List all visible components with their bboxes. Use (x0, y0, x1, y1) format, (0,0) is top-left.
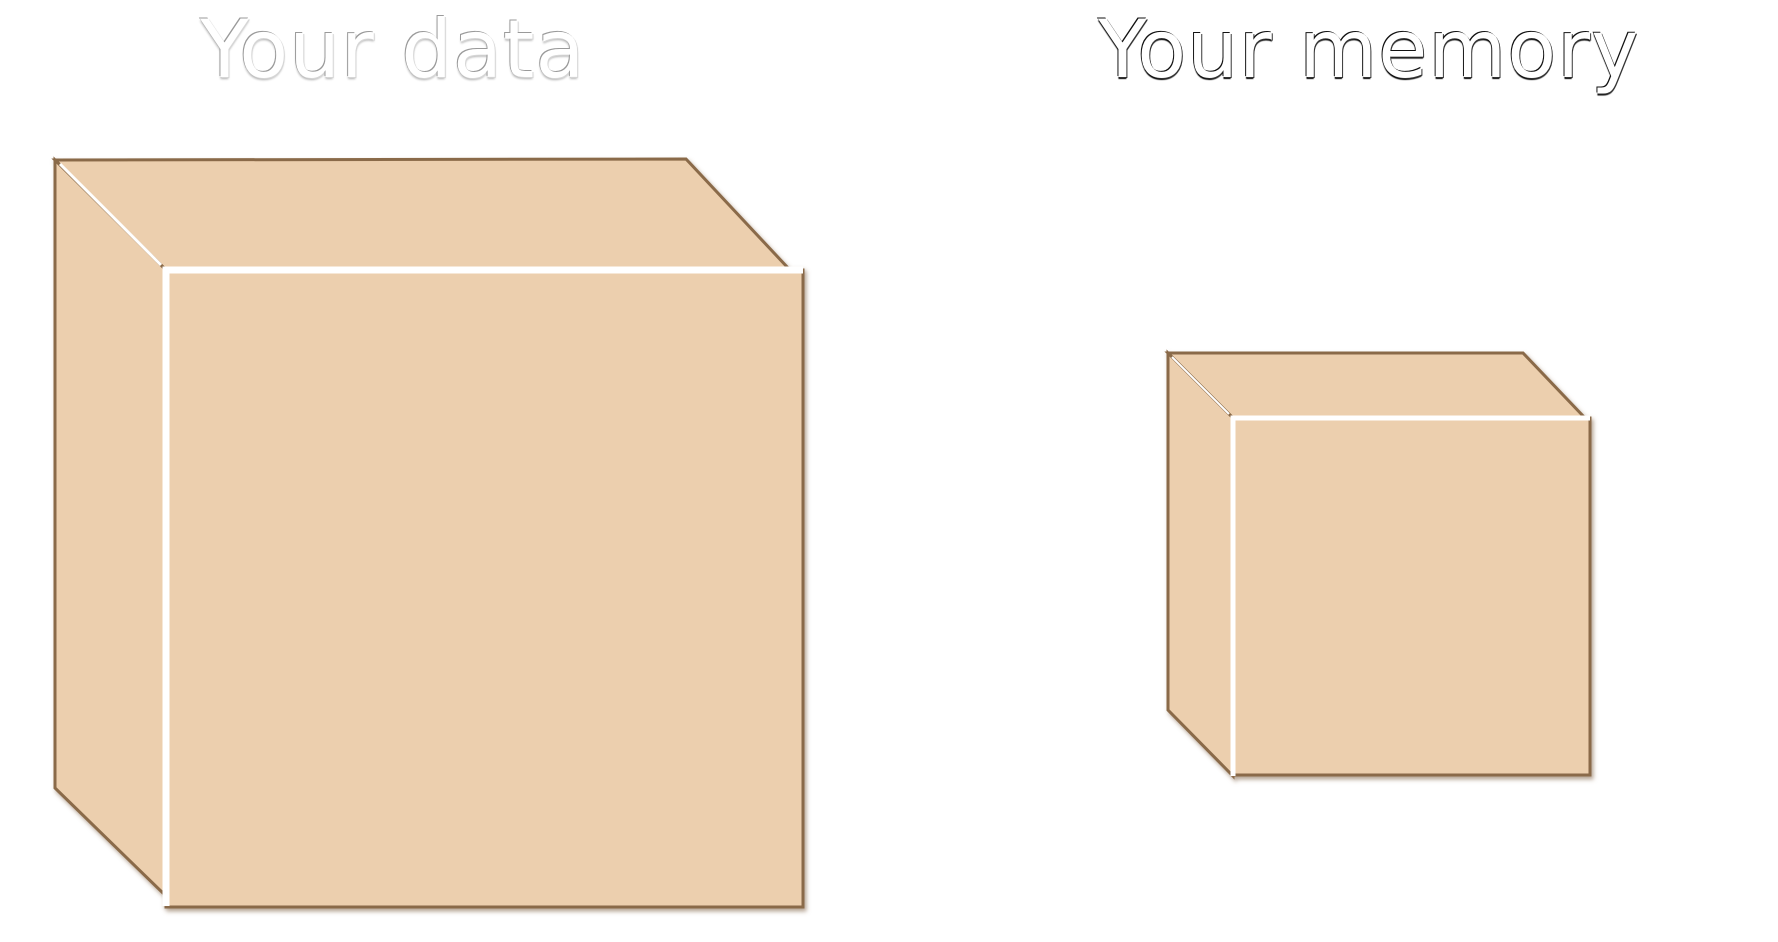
data-cube-side-face (53, 156, 168, 900)
data-cube (51, 156, 805, 909)
memory-title: Your memory (1098, 3, 1640, 96)
memory-cube-highlight-diagonal (1171, 356, 1230, 415)
data-cube-front-face (164, 268, 805, 909)
data-cube-top-face (51, 157, 793, 272)
memory-cube-top-face (1164, 351, 1589, 420)
data-cube-highlight (162, 266, 803, 906)
memory-cube-highlight (1230, 415, 1590, 776)
data-cube-highlight-diagonal (58, 162, 163, 267)
memory-cube-side-face (1166, 349, 1235, 780)
data-title: Your data (200, 3, 586, 96)
memory-cube-front-face (1231, 416, 1592, 777)
memory-cube (1164, 349, 1592, 780)
